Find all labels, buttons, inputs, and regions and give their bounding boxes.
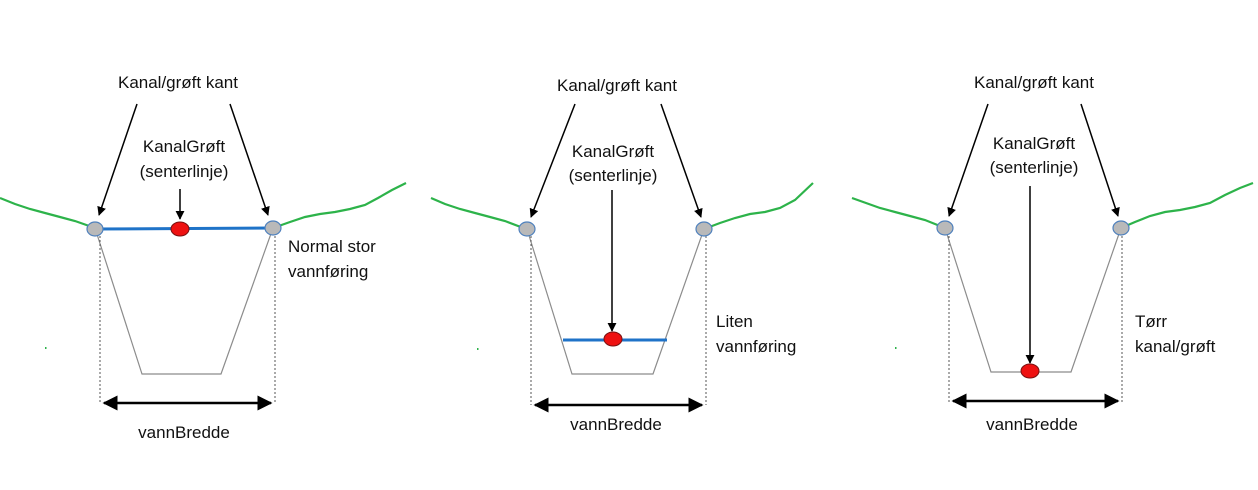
terrain-line-left (0, 196, 96, 230)
centerline-point (1020, 363, 1040, 379)
edge-arrow-left (947, 103, 989, 217)
edge-arrow-right (660, 103, 703, 218)
edge-point-left (936, 220, 954, 236)
panel-low-flow: Kanal/grøft kant KanalGrøft (senterlinje… (430, 76, 814, 434)
channel-profile (94, 227, 274, 375)
width-label: vannBredde (986, 415, 1078, 434)
stray-mark (477, 348, 479, 350)
width-label: vannBredde (138, 423, 230, 442)
edge-label: Kanal/grøft kant (974, 73, 1094, 92)
terrain-line-left (851, 196, 946, 230)
panel-dry: Kanal/grøft kant KanalGrøft (senterlinje… (851, 73, 1254, 434)
flow-state-label-line2: vannføring (288, 262, 368, 281)
flow-state-label-line2: vannføring (716, 337, 796, 356)
flow-state-label-line2: kanal/grøft (1135, 337, 1216, 356)
edge-arrow-right (229, 103, 270, 216)
centerline-label-line1: KanalGrøft (993, 134, 1075, 153)
terrain-line-right (272, 182, 407, 230)
centerline-label-line2: (senterlinje) (990, 158, 1079, 177)
centerline-label-line1: KanalGrøft (143, 137, 225, 156)
edge-point-left (86, 221, 104, 237)
edge-point-right (264, 220, 282, 236)
terrain-line-left (430, 196, 527, 231)
centerline-label-line2: (senterlinje) (140, 162, 229, 181)
centerline-label-line2: (senterlinje) (569, 166, 658, 185)
centerline-point (170, 221, 190, 237)
centerline-point (603, 331, 623, 347)
edge-point-right (695, 221, 713, 237)
flow-state-label-line1: Normal stor (288, 237, 376, 256)
panel-normal-flow: Kanal/grøft kant KanalGrøft (senterlinje… (0, 73, 407, 442)
edge-label: Kanal/grøft kant (557, 76, 677, 95)
edge-label: Kanal/grøft kant (118, 73, 238, 92)
channel-profile (526, 228, 705, 375)
centerline-label-line1: KanalGrøft (572, 142, 654, 161)
stray-mark (45, 347, 47, 349)
flow-state-label-line1: Tørr (1135, 312, 1167, 331)
flow-state-label-line1: Liten (716, 312, 753, 331)
width-label: vannBredde (570, 415, 662, 434)
terrain-line-right (1120, 181, 1254, 230)
stray-mark (895, 347, 897, 349)
edge-arrow-left (97, 103, 138, 216)
edge-point-right (1112, 220, 1130, 236)
terrain-line-right (703, 182, 814, 231)
channel-profile (944, 227, 1122, 373)
edge-arrow-right (1080, 103, 1120, 217)
edge-point-left (518, 221, 536, 237)
edge-arrow-left (529, 103, 576, 218)
